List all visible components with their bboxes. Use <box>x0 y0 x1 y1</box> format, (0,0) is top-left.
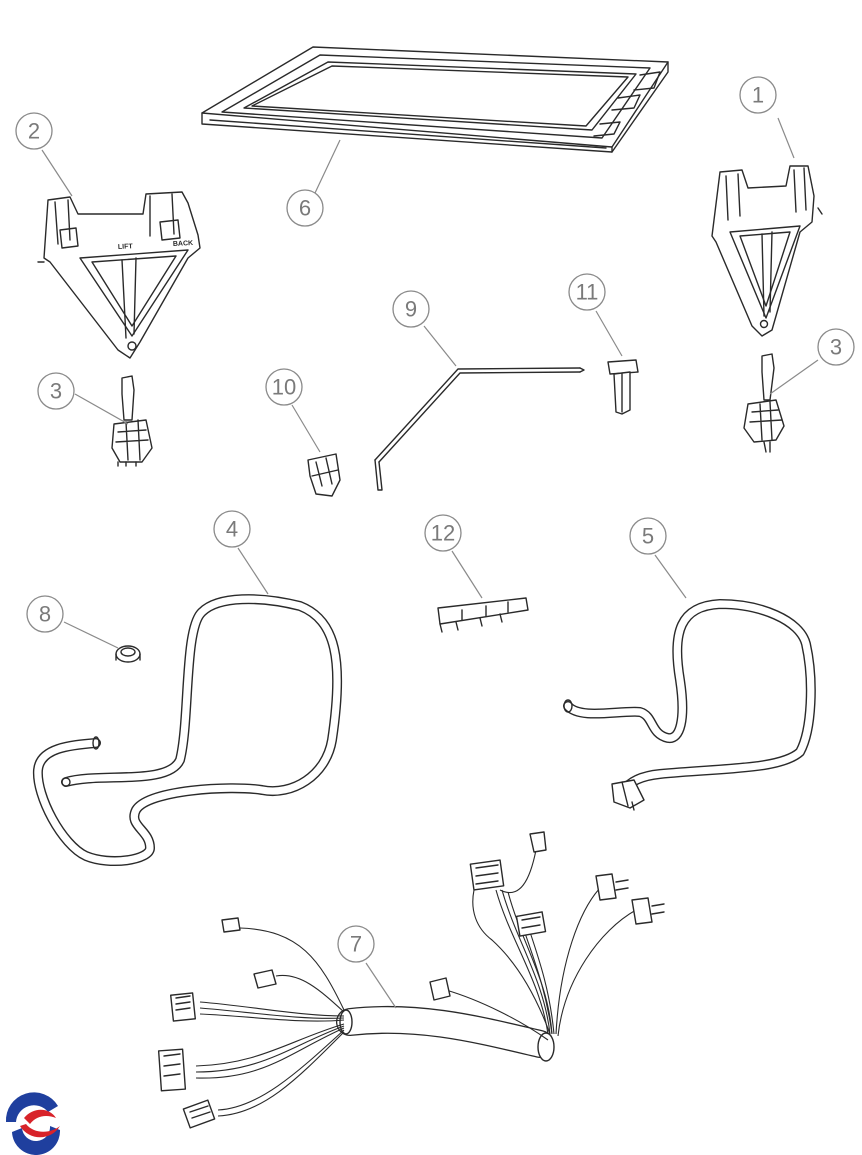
svg-text:12: 12 <box>431 521 455 546</box>
svg-text:1: 1 <box>752 83 764 108</box>
brand-swirl-logo <box>4 1090 64 1155</box>
part-9-rod <box>374 367 585 491</box>
part-3-switch-right <box>743 353 785 453</box>
part-6-door-frame <box>201 46 669 153</box>
bracket-left-marking: LIFT <box>118 243 134 251</box>
callout-3-left: 3 <box>37 372 129 425</box>
svg-text:3: 3 <box>830 335 842 360</box>
part-4-drain-hose <box>32 594 343 867</box>
callout-4: 4 <box>213 510 269 595</box>
part-7-wire-harness <box>157 831 665 1129</box>
callout-5: 5 <box>629 517 687 599</box>
svg-text:5: 5 <box>642 524 654 549</box>
svg-text:8: 8 <box>39 602 51 627</box>
callout-6: 6 <box>286 139 341 227</box>
svg-text:2: 2 <box>28 119 40 144</box>
callout-1: 1 <box>739 76 795 159</box>
callout-11: 11 <box>568 273 623 357</box>
part-8-hose-clamp <box>115 645 141 663</box>
svg-text:3: 3 <box>50 379 62 404</box>
svg-text:7: 7 <box>350 932 362 957</box>
svg-text:6: 6 <box>299 196 311 221</box>
callout-3-right: 3 <box>769 328 855 395</box>
svg-text:4: 4 <box>226 517 238 542</box>
part-1-hinge-bracket-right <box>711 165 823 337</box>
callout-10: 10 <box>265 368 321 453</box>
bracket-right-marking: BACK <box>173 240 194 248</box>
svg-text:9: 9 <box>405 297 417 322</box>
callout-9: 9 <box>392 290 457 367</box>
part-12-rail-bracket <box>437 597 529 633</box>
part-10-clip <box>307 453 341 497</box>
callout-7: 7 <box>337 925 397 1009</box>
part-5-inlet-hose <box>563 599 816 811</box>
part-2-hinge-bracket-left: LIFT BACK <box>37 191 201 359</box>
part-3-switch-left <box>111 375 153 467</box>
svg-text:10: 10 <box>272 375 296 400</box>
svg-text:11: 11 <box>576 280 599 305</box>
callout-2: 2 <box>15 112 73 197</box>
callout-12: 12 <box>424 514 483 599</box>
callout-8: 8 <box>26 595 119 649</box>
part-11-latch-pin <box>607 359 639 415</box>
